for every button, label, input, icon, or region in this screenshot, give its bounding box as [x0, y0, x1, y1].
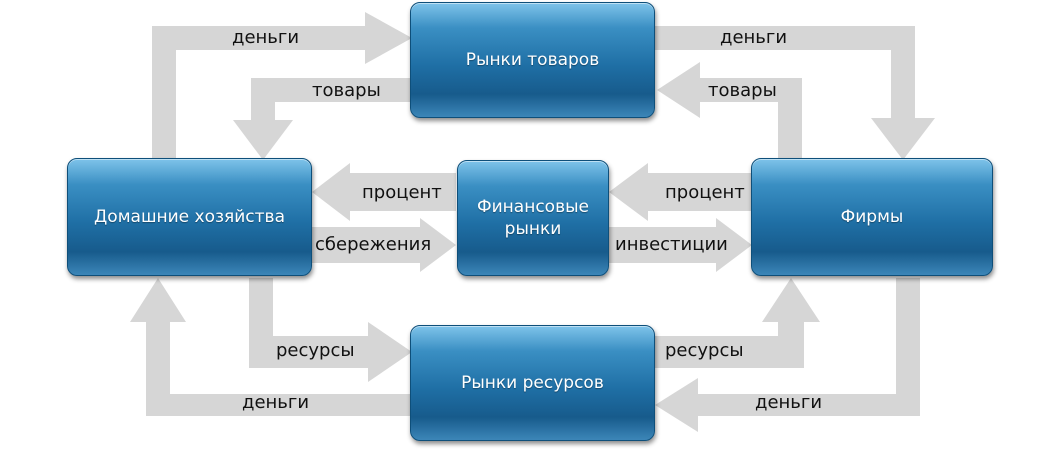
label-goods-to-households: товары: [312, 80, 381, 101]
label-investment: инвестиции: [615, 234, 728, 255]
node-households-label: Домашние хозяйства: [94, 207, 285, 227]
arrow-interest-from-firms: [609, 163, 752, 221]
node-households: Домашние хозяйства: [67, 158, 312, 276]
node-financial-markets-label: Финансовые рынки: [477, 197, 589, 239]
arrow-money-to-resource-market: [655, 278, 920, 432]
node-financial-markets: Финансовые рынки: [457, 160, 609, 276]
arrow-resources-to-market: [249, 278, 412, 382]
arrow-money-to-firms: [655, 26, 935, 160]
arrow-goods-to-market: [657, 62, 802, 160]
node-resource-markets: Рынки ресурсов: [410, 325, 655, 441]
label-money-to-households: деньги: [242, 392, 310, 413]
node-firms-label: Фирмы: [840, 207, 904, 227]
arrow-investment: [609, 218, 752, 272]
label-resources-to-market: ресурсы: [276, 340, 355, 361]
label-interest-to-households: процент: [362, 182, 442, 203]
node-resource-markets-label: Рынки ресурсов: [461, 373, 604, 393]
arrow-savings: [312, 218, 456, 272]
arrow-money-to-households: [130, 278, 412, 416]
label-money-to-goods-market: деньги: [232, 27, 300, 48]
label-money-to-firms: деньги: [720, 27, 788, 48]
label-goods-to-market: товары: [708, 80, 777, 101]
node-goods-markets-label: Рынки товаров: [465, 50, 600, 70]
label-savings: сбережения: [315, 234, 432, 255]
label-money-to-resource-market: деньги: [755, 392, 823, 413]
label-resources-to-firms: ресурсы: [665, 340, 744, 361]
arrow-money-to-goods-market: [152, 12, 412, 160]
arrow-resources-to-firms: [655, 278, 820, 368]
label-interest-from-firms: процент: [665, 182, 745, 203]
arrow-interest-to-households: [312, 163, 456, 221]
node-firms: Фирмы: [751, 158, 993, 276]
arrow-goods-to-households: [233, 78, 410, 160]
node-goods-markets: Рынки товаров: [410, 2, 655, 118]
